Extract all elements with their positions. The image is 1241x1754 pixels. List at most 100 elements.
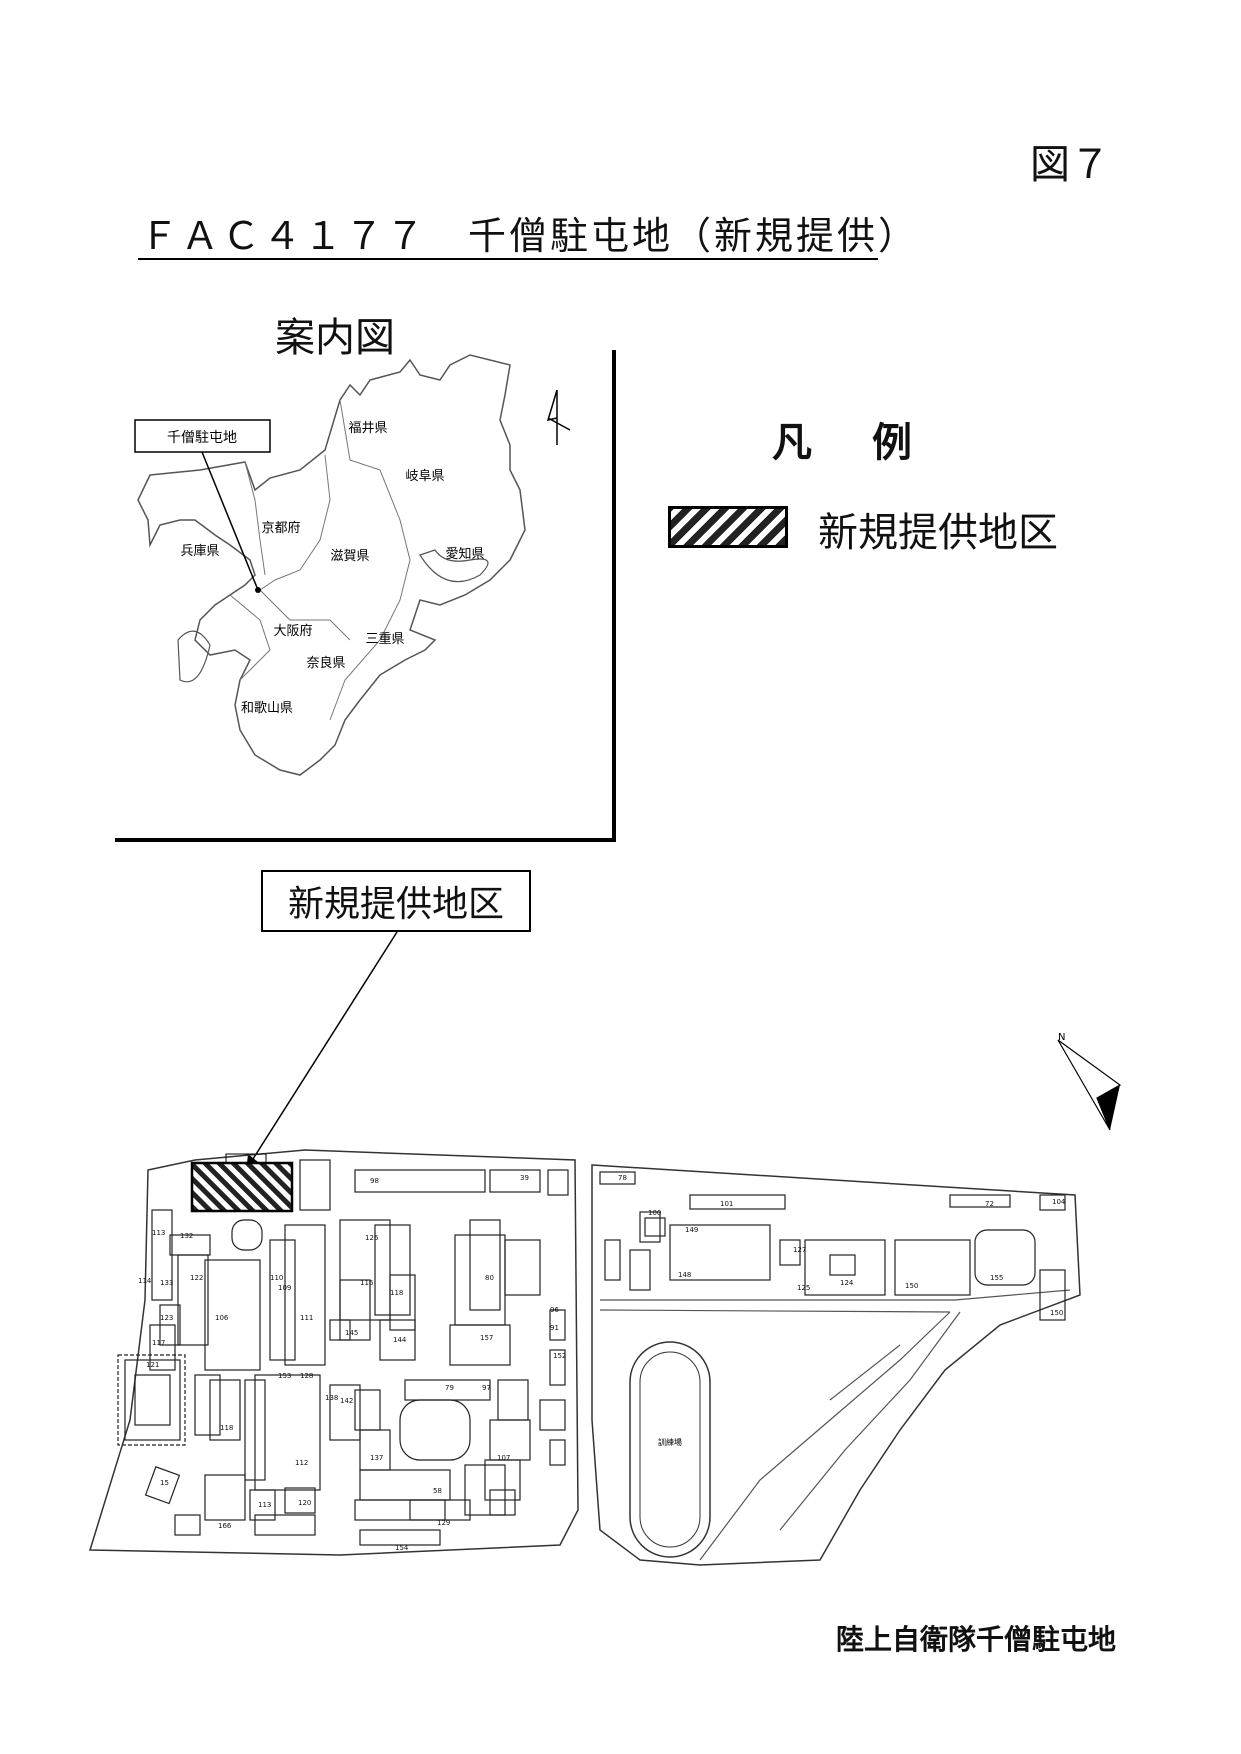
building (547, 1169, 569, 1196)
svg-text:126: 126 (365, 1234, 379, 1242)
svg-text:154: 154 (395, 1544, 409, 1552)
svg-text:149: 149 (685, 1226, 698, 1234)
svg-text:116: 116 (360, 1279, 374, 1287)
building (604, 1239, 621, 1281)
svg-text:144: 144 (393, 1336, 407, 1344)
building-group-east (599, 1171, 1066, 1321)
building (254, 1514, 316, 1536)
svg-text:118: 118 (220, 1424, 233, 1432)
svg-text:157: 157 (480, 1334, 493, 1342)
field-label: 訓練場 (658, 1437, 682, 1447)
building (497, 1379, 529, 1421)
callout-leader (245, 931, 398, 1171)
svg-text:72: 72 (985, 1200, 994, 1208)
svg-text:106: 106 (215, 1314, 229, 1322)
building (949, 1194, 1011, 1208)
building (489, 1169, 541, 1193)
svg-text:120: 120 (298, 1499, 311, 1507)
building (299, 1159, 331, 1211)
svg-text:128: 128 (300, 1372, 313, 1380)
svg-text:78: 78 (618, 1174, 627, 1182)
svg-text:121: 121 (146, 1361, 159, 1369)
building (409, 1499, 446, 1521)
svg-text:137: 137 (370, 1454, 383, 1462)
figure-number: 図７ (1030, 142, 1110, 188)
title-underline (138, 258, 878, 260)
svg-text:110: 110 (270, 1274, 283, 1282)
svg-text:58: 58 (433, 1487, 442, 1495)
prefecture-label: 三重県 (365, 631, 404, 647)
marker-point (255, 587, 261, 593)
building (269, 1239, 296, 1361)
building (454, 1234, 506, 1326)
island-outline (177, 630, 211, 683)
svg-text:107: 107 (497, 1454, 510, 1462)
north-arrow-icon: N (1057, 1032, 1122, 1131)
svg-text:166: 166 (218, 1522, 232, 1530)
building (549, 1309, 566, 1341)
guide-map-title: 案内図 (275, 315, 395, 361)
building (379, 1319, 416, 1361)
svg-text:113: 113 (152, 1229, 165, 1237)
building (374, 1224, 411, 1316)
svg-text:96: 96 (550, 1306, 559, 1314)
building-number-labels: 98 39 113 132 133 122 123 106 109 110 11… (138, 1174, 1066, 1552)
svg-text:133: 133 (160, 1279, 173, 1287)
building (354, 1169, 486, 1193)
prefecture-label: 滋賀県 (330, 549, 369, 564)
svg-text:125: 125 (797, 1284, 810, 1292)
building (359, 1529, 441, 1546)
building (689, 1194, 786, 1210)
svg-text:127: 127 (793, 1246, 806, 1254)
building (629, 1249, 651, 1291)
building (469, 1219, 501, 1311)
prefecture-label: 奈良県 (306, 655, 345, 671)
building (204, 1474, 246, 1521)
building (449, 1324, 511, 1366)
guide-map-frame (115, 350, 616, 842)
svg-text:150: 150 (905, 1282, 918, 1290)
building (484, 1459, 521, 1501)
legend-hatch-swatch (668, 506, 788, 548)
svg-text:104: 104 (1052, 1198, 1066, 1206)
building (669, 1224, 771, 1281)
building (177, 1254, 209, 1346)
svg-text:124: 124 (840, 1279, 854, 1287)
svg-text:122: 122 (190, 1274, 203, 1282)
svg-text:145: 145 (345, 1329, 358, 1337)
marker-leader (201, 451, 259, 591)
building (134, 1374, 171, 1426)
building (284, 1487, 316, 1514)
svg-text:100: 100 (648, 1209, 661, 1217)
svg-text:97: 97 (482, 1384, 491, 1392)
svg-text:15: 15 (160, 1479, 169, 1487)
building (204, 1259, 261, 1371)
building (779, 1239, 801, 1266)
callout-label: 新規提供地区 (287, 884, 504, 925)
svg-text:114: 114 (138, 1277, 152, 1285)
map-caption: 陸上自衛隊千僧駐屯地 (836, 1623, 1117, 1656)
plaza (399, 1399, 471, 1461)
svg-text:N: N (1058, 1032, 1065, 1043)
marker-label: 千僧駐屯地 (167, 430, 237, 446)
svg-text:98: 98 (370, 1177, 379, 1185)
building (329, 1319, 351, 1341)
building (249, 1489, 276, 1521)
building (284, 1224, 326, 1366)
svg-text:138: 138 (325, 1394, 338, 1402)
building (354, 1389, 381, 1431)
building (194, 1374, 221, 1436)
svg-text:123: 123 (160, 1314, 173, 1322)
building (231, 1219, 263, 1251)
document-title: ＦＡＣ４１７７ 千僧駐屯地（新規提供） (140, 214, 920, 258)
building (804, 1239, 886, 1296)
svg-text:79: 79 (445, 1384, 454, 1392)
building (329, 1384, 361, 1441)
building (599, 1171, 636, 1185)
building (254, 1374, 321, 1491)
building-group-west (117, 1159, 569, 1546)
building (339, 1279, 371, 1341)
svg-text:118: 118 (390, 1289, 403, 1297)
building (209, 1379, 241, 1441)
building (549, 1349, 566, 1386)
